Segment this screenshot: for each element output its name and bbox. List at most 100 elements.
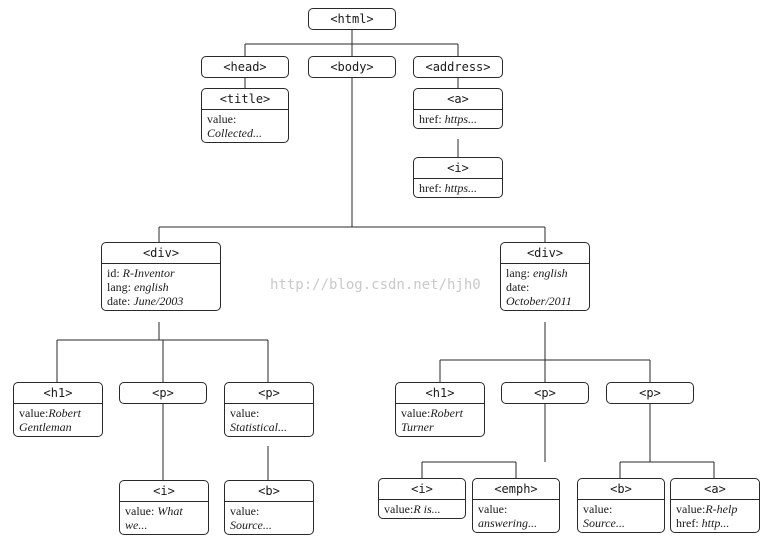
attr-key: value: <box>384 502 414 516</box>
attr-key: href: <box>676 516 699 530</box>
node-a-address: <a> href: https... <box>413 88 503 129</box>
attr-value: Robert Turner <box>401 406 463 434</box>
node-tag: <a> <box>447 92 469 106</box>
node-attributes: value: Source... <box>225 501 313 534</box>
attr-value: english <box>533 266 568 280</box>
node-title: <title> value: Collected... <box>201 88 289 143</box>
node-b-source-second: <b> value: Source... <box>577 478 665 533</box>
attr-value: Robert Gentleman <box>19 406 81 434</box>
node-attribute-line: lang: english <box>107 280 215 294</box>
node-body: <body> <box>308 56 396 78</box>
node-attributes: value: Source... <box>578 499 664 532</box>
node-attributes: value:Robert Turner <box>396 403 484 436</box>
attr-key: value: <box>230 406 260 420</box>
node-attribute-line: date: June/2003 <box>107 294 215 308</box>
node-tag: <head> <box>223 60 267 74</box>
node-tag: <p> <box>152 386 174 400</box>
node-tag: <p> <box>258 386 280 400</box>
node-attributes: href: https... <box>414 178 502 197</box>
node-attributes: value:R is... <box>379 499 465 518</box>
node-p-statistical: <p> value: Statistical... <box>224 382 314 437</box>
node-b-source-first: <b> value: Source... <box>224 480 314 535</box>
node-attributes: value: Statistical... <box>225 403 313 436</box>
attr-value: Collected... <box>207 126 262 140</box>
node-tag: <i> <box>411 482 433 496</box>
node-h1-gentleman: <h1> value:Robert Gentleman <box>13 382 103 437</box>
node-tag: <i> <box>153 484 175 498</box>
node-attributes: value: answering... <box>473 499 559 532</box>
attr-value: https... <box>444 181 477 195</box>
attr-value: english <box>134 280 169 294</box>
attr-value: Statistical... <box>230 420 287 434</box>
node-i-address: <i> href: https... <box>413 157 503 198</box>
node-div-english: <div> lang: english date: October/2011 <box>500 242 590 311</box>
node-tag: <p> <box>534 386 556 400</box>
node-tag: <html> <box>330 12 374 26</box>
attr-value: R is... <box>413 502 441 516</box>
attr-key: value: <box>676 502 706 516</box>
node-tag: <a> <box>704 482 726 496</box>
attr-key: lang: <box>107 280 131 294</box>
attr-value: R-help <box>705 502 738 516</box>
node-p-first: <p> <box>119 382 207 404</box>
attr-key: value: <box>583 502 613 516</box>
attr-value: Source... <box>583 516 625 530</box>
attr-key: value: <box>478 502 508 516</box>
attr-key: href: <box>419 112 442 126</box>
attr-value: June/2003 <box>133 294 184 308</box>
node-attributes: id: R-Inventor lang: english date: June/… <box>102 263 220 310</box>
attr-value: answering... <box>478 516 538 530</box>
node-tag: <div> <box>526 246 564 260</box>
attr-key: id: <box>107 266 120 280</box>
node-attributes: lang: english date: October/2011 <box>501 263 589 310</box>
node-tag: <address> <box>425 60 491 74</box>
node-attributes: value: What we... <box>120 501 208 534</box>
node-attributes: href: https... <box>414 109 502 128</box>
node-address: <address> <box>413 56 503 78</box>
node-attribute-line: id: R-Inventor <box>107 266 215 280</box>
watermark-text: http://blog.csdn.net/hjh0 <box>270 277 481 293</box>
node-tag: <i> <box>447 161 469 175</box>
node-tag: <b> <box>610 482 632 496</box>
node-attribute-line: href: https... <box>419 181 497 195</box>
attr-key: value: <box>207 112 237 126</box>
node-tag: <h1> <box>425 386 455 400</box>
attr-value: R-Inventor <box>122 266 175 280</box>
node-attribute-line: value:R is... <box>384 502 460 516</box>
node-html: <html> <box>308 8 396 30</box>
node-tag: <p> <box>639 386 661 400</box>
node-attributes: value:Robert Gentleman <box>14 403 102 436</box>
node-h1-turner: <h1> value:Robert Turner <box>395 382 485 437</box>
attr-key: value: <box>230 504 260 518</box>
attr-value: Source... <box>230 518 272 532</box>
attr-key: href: <box>419 181 442 195</box>
node-a-rhelp: <a> value:R-help href: http... <box>670 478 760 533</box>
node-p-third: <p> <box>501 382 589 404</box>
node-attribute-line: value:R-help <box>676 502 754 516</box>
node-emph: <emph> value: answering... <box>472 478 560 533</box>
node-attributes: value: Collected... <box>202 109 288 142</box>
node-attributes: value:R-help href: http... <box>671 499 759 532</box>
attr-key: value: <box>125 504 155 518</box>
attr-value: http... <box>701 516 730 530</box>
node-i-what: <i> value: What we... <box>119 480 209 535</box>
attr-value: October/2011 <box>506 294 572 308</box>
node-div-inventor: <div> id: R-Inventor lang: english date:… <box>101 242 221 311</box>
node-tag: <emph> <box>494 482 538 496</box>
node-attribute-line: href: https... <box>419 112 497 126</box>
attr-key: lang: <box>506 266 530 280</box>
attr-value: https... <box>444 112 477 126</box>
node-tag: <h1> <box>43 386 73 400</box>
node-tag: <title> <box>219 92 271 106</box>
attr-key: date: <box>107 294 131 308</box>
node-tag: <div> <box>142 246 180 260</box>
attr-key: value: <box>401 406 431 420</box>
attr-key: date: <box>506 280 530 294</box>
node-attribute-line: href: http... <box>676 516 754 530</box>
node-tag: <body> <box>330 60 374 74</box>
node-attribute-line: lang: english <box>506 266 584 280</box>
node-i-ris: <i> value:R is... <box>378 478 466 519</box>
node-p-fourth: <p> <box>606 382 694 404</box>
